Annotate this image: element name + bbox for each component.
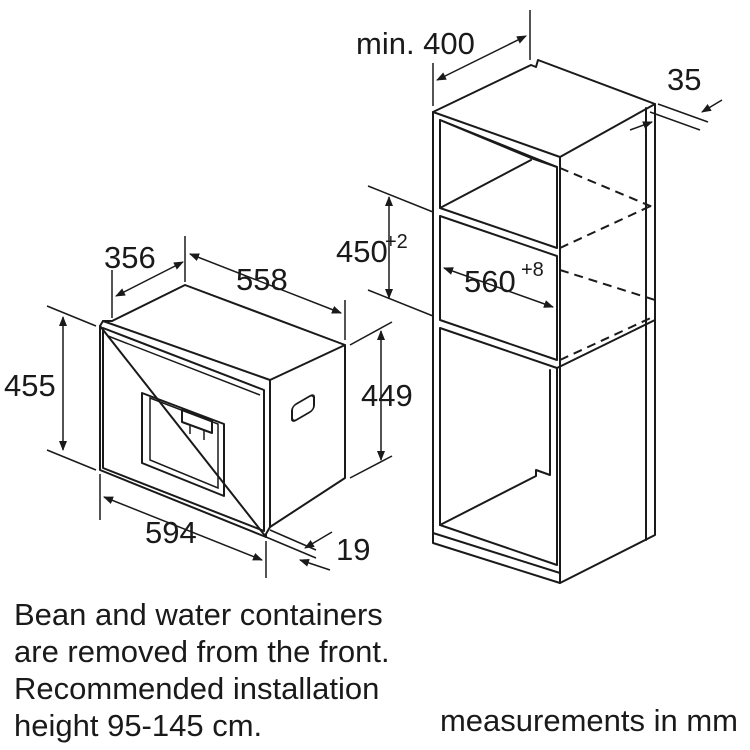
cabinet-side — [559, 103, 656, 584]
cabinet-top — [432, 59, 656, 158]
dim-min-400-label: min. 400 — [356, 26, 475, 61]
cabinet-dimension-lines — [367, 10, 723, 317]
niche-upper-frame — [439, 119, 558, 249]
coffee-spout — [181, 409, 213, 434]
cabinet-front — [432, 111, 561, 574]
note-line-3: Recommended installation — [14, 671, 380, 706]
dim-35-label: 35 — [667, 62, 701, 97]
appliance-drawing — [99, 284, 346, 538]
installation-note: Bean and water containers are removed fr… — [14, 596, 390, 744]
appliance-top — [111, 284, 346, 381]
dim-560-label: 560 — [464, 264, 516, 299]
dim-558-label: 558 — [236, 262, 288, 297]
dim-19-label: 19 — [336, 532, 370, 567]
dim-560-tolerance: +8 — [521, 259, 544, 281]
note-line-2: are removed from the front. — [14, 634, 390, 669]
note-line-4: height 95-145 cm. — [14, 708, 263, 743]
cabinet-drawing — [432, 59, 656, 584]
niche-middle-frame — [439, 215, 558, 361]
dim-449-label: 449 — [361, 378, 413, 413]
dim-450-label: 450 — [336, 234, 388, 269]
appliance-side — [269, 344, 346, 528]
appliance-front-face — [102, 327, 265, 532]
dim-455-label: 455 — [4, 368, 56, 403]
side-handle — [291, 394, 315, 422]
dim-356-label: 356 — [104, 240, 156, 275]
coffee-outlet-niche — [141, 392, 225, 497]
dim-594-label: 594 — [145, 515, 197, 550]
units-label: measurements in mm — [439, 703, 738, 738]
dim-450-tolerance: +2 — [385, 231, 408, 253]
niche-lower-frame — [439, 327, 558, 566]
appliance-dimension-lines — [46, 236, 393, 578]
note-line-1: Bean and water containers — [14, 597, 383, 632]
